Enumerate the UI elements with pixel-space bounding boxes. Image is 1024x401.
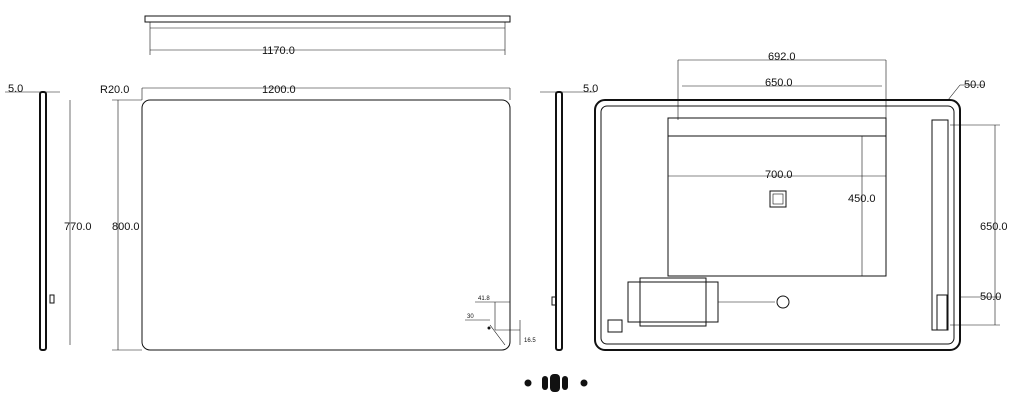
top-offset-label: 50.0 bbox=[964, 79, 985, 91]
front-height-label: 800.0 bbox=[112, 221, 140, 233]
strip-height-label: 650.0 bbox=[980, 221, 1008, 233]
panel-width-label: 700.0 bbox=[765, 169, 793, 181]
switch-module bbox=[607, 319, 623, 333]
left-thickness-label: 5.0 bbox=[8, 83, 23, 95]
radius-label: R20.0 bbox=[100, 84, 129, 96]
inner-width-label: 650.0 bbox=[765, 77, 793, 89]
left-height-label: 770.0 bbox=[64, 221, 92, 233]
left-side-view: 5.0 770.0 bbox=[5, 83, 92, 351]
right-side-view: 5.0 bbox=[540, 83, 598, 351]
back-view: 692.0 650.0 700.0 450.0 650.0 50.0 50.0 bbox=[594, 51, 1008, 351]
panel-height-label: 450.0 bbox=[848, 193, 876, 205]
outer-width-label: 692.0 bbox=[768, 51, 796, 63]
switch-offset-x-label: 41.8 bbox=[478, 296, 490, 302]
top-view: 1170.0 bbox=[144, 15, 511, 57]
power-driver-box bbox=[627, 277, 790, 327]
front-view: R20.0 1200.0 800.0 41.8 30 16.5 bbox=[100, 84, 588, 392]
switch-height-label: 16.5 bbox=[524, 338, 536, 344]
front-width-label: 1200.0 bbox=[262, 84, 296, 96]
bottom-offset-label: 50.0 bbox=[980, 291, 1001, 303]
touch-switch-icon bbox=[524, 374, 588, 392]
switch-offset-y-label: 30 bbox=[467, 314, 474, 320]
top-width-label: 1170.0 bbox=[262, 45, 295, 57]
right-thickness-label: 5.0 bbox=[583, 83, 598, 95]
